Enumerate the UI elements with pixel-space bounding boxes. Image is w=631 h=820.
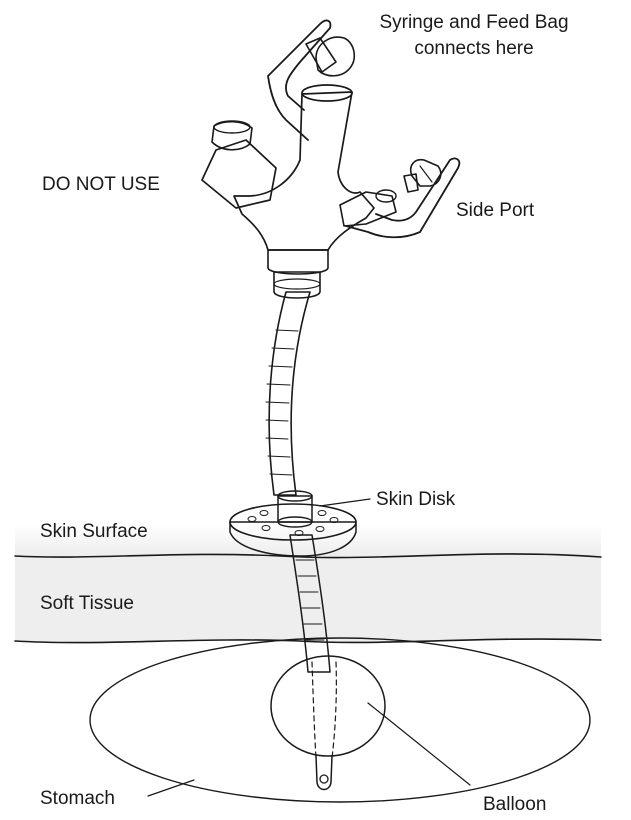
label-skin-surface: Skin Surface (40, 521, 148, 542)
label-skin-disk: Skin Disk (376, 489, 456, 510)
label-side-port: Side Port (456, 200, 535, 221)
label-soft-tissue: Soft Tissue (40, 593, 134, 614)
stomach-outline (90, 638, 590, 802)
balloon (271, 656, 385, 790)
label-do-not-use: DO NOT USE (42, 174, 160, 195)
label-balloon: Balloon (483, 794, 546, 815)
label-syringe-line2: connects here (414, 38, 533, 59)
label-syringe-line1: Syringe and Feed Bag (379, 12, 568, 33)
label-stomach: Stomach (40, 788, 115, 809)
upper-tube (266, 292, 310, 495)
y-port-connector (202, 21, 459, 298)
